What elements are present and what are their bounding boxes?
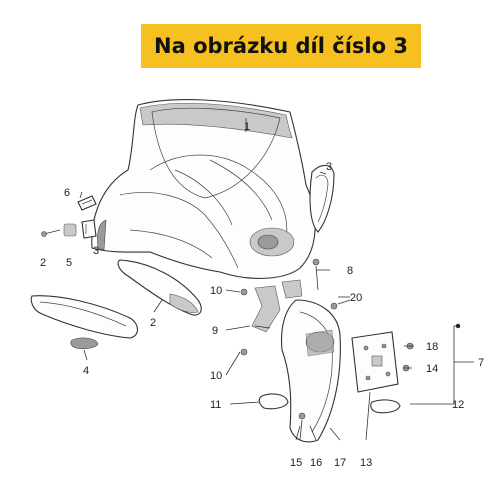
label-6: 6: [64, 187, 70, 199]
label-10-lower: 10: [210, 370, 222, 382]
label-4: 4: [83, 365, 89, 377]
label-3-left: 3: [93, 245, 99, 257]
label-10-upper: 10: [210, 285, 222, 297]
leader-dot: [455, 323, 461, 329]
reflector-part-11: [258, 393, 289, 410]
label-15: 15: [290, 457, 302, 469]
license-plate-holder-part-13: [351, 331, 399, 393]
label-7: 7: [478, 357, 484, 369]
label-14: 14: [426, 363, 438, 375]
mounting-bracket: [240, 279, 303, 356]
label-18: 18: [426, 341, 438, 353]
label-13: 13: [360, 457, 372, 469]
part-number-banner: Na obrázku díl číslo 3: [141, 24, 421, 68]
side-panel-part-4: [30, 295, 139, 350]
label-16: 16: [310, 457, 322, 469]
label-9: 9: [212, 325, 218, 337]
fastener-group-left: [41, 219, 97, 239]
front-fairing-part: [91, 99, 316, 279]
label-20: 20: [350, 292, 362, 304]
reflector-part-12: [370, 399, 401, 414]
label-11: 11: [210, 399, 221, 411]
label-3-right: 3: [326, 161, 332, 173]
leader-lines: [79, 118, 474, 441]
clip-part-6: [77, 195, 97, 211]
label-8: 8: [347, 265, 353, 277]
label-2-lower: 2: [150, 317, 156, 329]
trim-panel-part-2: [117, 259, 202, 316]
label-17: 17: [334, 457, 346, 469]
banner-text: Na obrázku díl číslo 3: [154, 34, 408, 58]
side-lens-part-3: [309, 164, 335, 233]
label-5: 5: [66, 257, 72, 269]
label-12: 12: [452, 399, 464, 411]
label-1: 1: [244, 121, 250, 133]
label-2-left: 2: [40, 257, 46, 269]
rear-mudguard-part-17: [280, 299, 341, 443]
